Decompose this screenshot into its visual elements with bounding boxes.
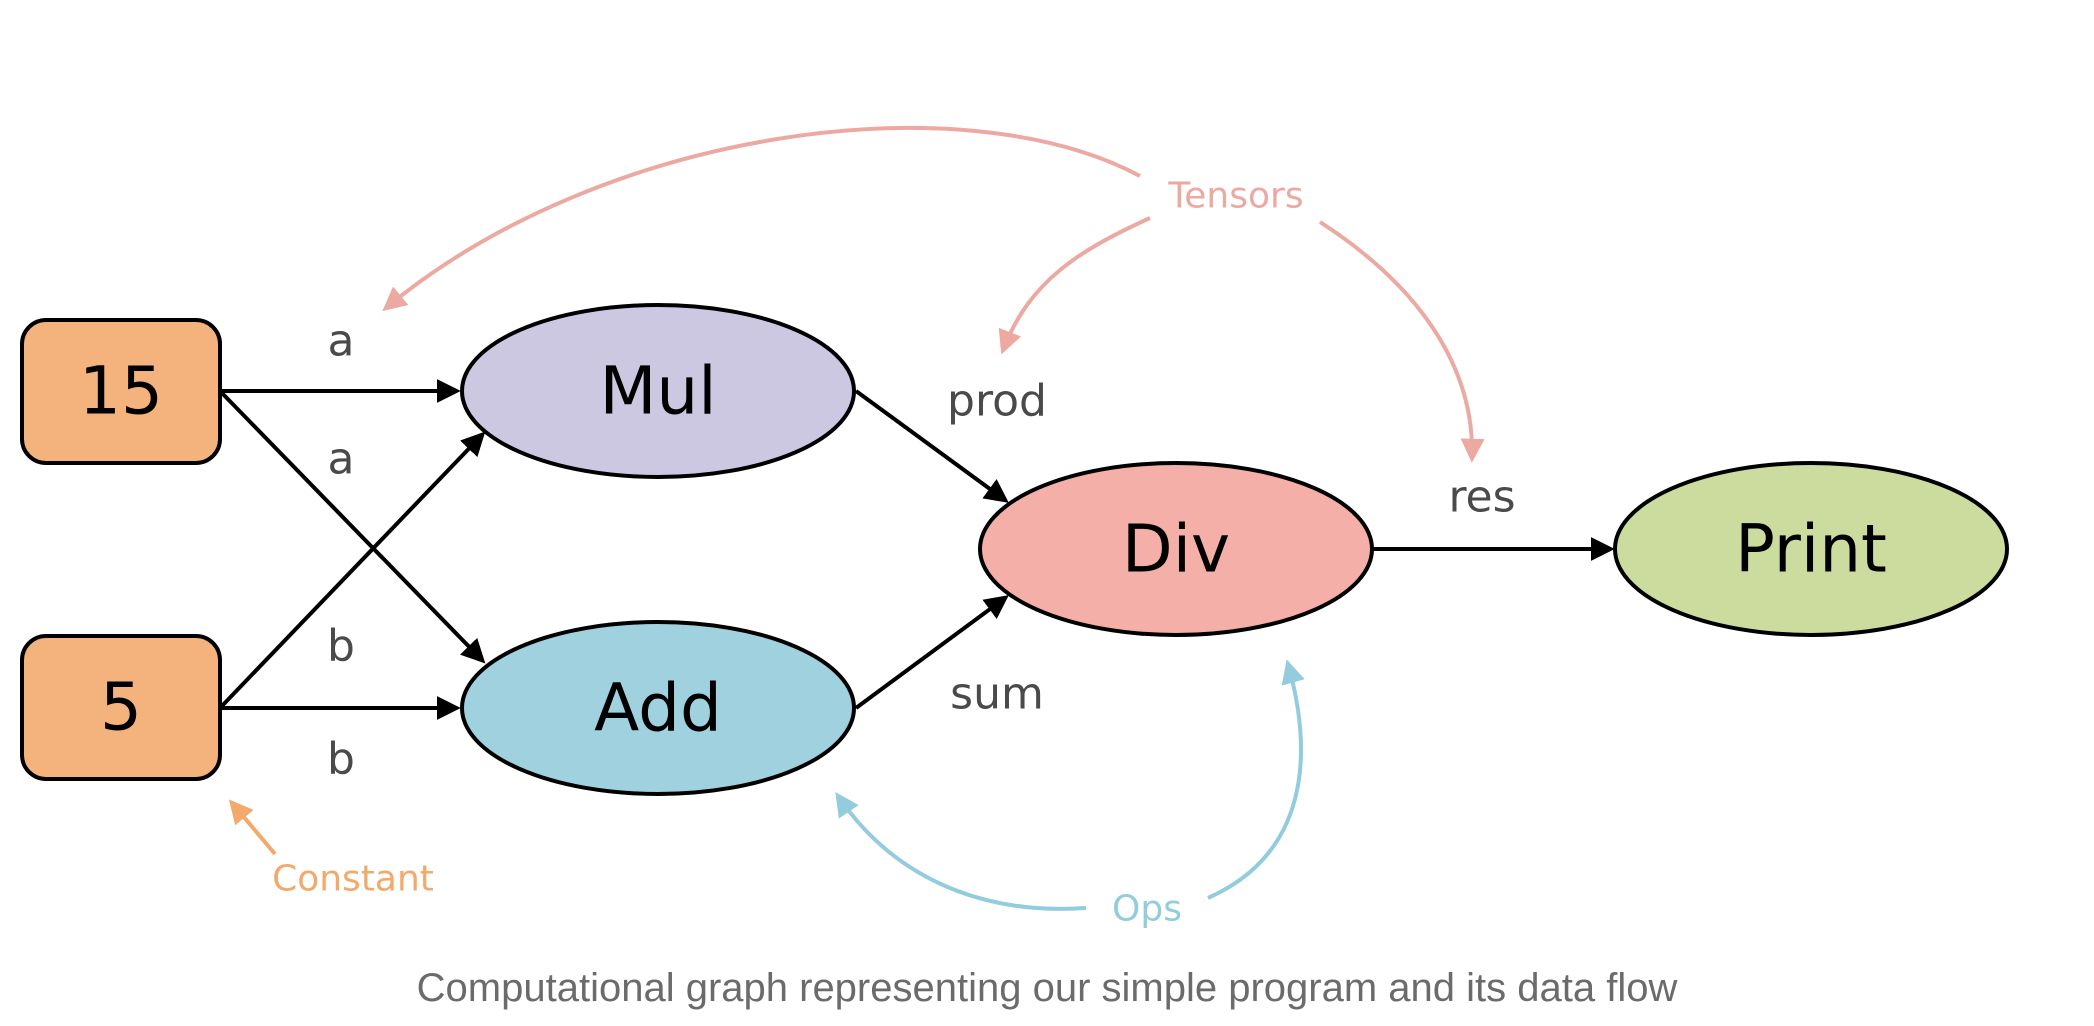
edge-mul-to-div xyxy=(854,389,1009,503)
edge-5-to-mul xyxy=(218,431,486,710)
edge-label-b-bottom: b xyxy=(327,734,355,785)
edge-label-sum: sum xyxy=(950,669,1044,720)
op-label: Mul xyxy=(599,353,716,430)
constant-annotation-arrow xyxy=(228,799,277,856)
edge-label-res: res xyxy=(1448,472,1515,523)
op-node-mul: Mul xyxy=(460,303,856,479)
constant-label: 15 xyxy=(79,353,163,430)
edge-label-b-cross: b xyxy=(327,621,355,672)
op-label: Print xyxy=(1735,511,1887,588)
tensors-annotation-curve-res xyxy=(1318,220,1485,463)
tensors-annotation-label: Tensors xyxy=(1167,176,1303,217)
edge-15-to-add xyxy=(218,389,486,664)
ops-annotation-curve-div xyxy=(1207,659,1305,900)
op-node-add: Add xyxy=(460,620,856,796)
constant-node-15: 15 xyxy=(20,318,222,465)
op-node-div: Div xyxy=(978,461,1374,637)
edge-label-prod: prod xyxy=(947,376,1047,427)
op-node-print: Print xyxy=(1613,461,2009,637)
constant-annotation-label: Constant xyxy=(272,859,434,900)
edge-label-a-top: a xyxy=(328,316,355,367)
tensors-annotation-curve-prod xyxy=(998,216,1151,355)
ops-annotation-curve-add xyxy=(835,792,1087,911)
tensors-annotation-curve-a xyxy=(382,126,1141,312)
figure-caption: Computational graph representing our sim… xyxy=(416,966,1678,1010)
edge-label-a-cross: a xyxy=(328,434,355,485)
op-label: Div xyxy=(1122,511,1230,588)
ops-annotation-label: Ops xyxy=(1112,889,1182,930)
edge-add-to-div xyxy=(854,595,1009,710)
constant-label: 5 xyxy=(100,669,142,746)
constant-node-5: 5 xyxy=(20,634,222,781)
op-label: Add xyxy=(594,670,722,747)
